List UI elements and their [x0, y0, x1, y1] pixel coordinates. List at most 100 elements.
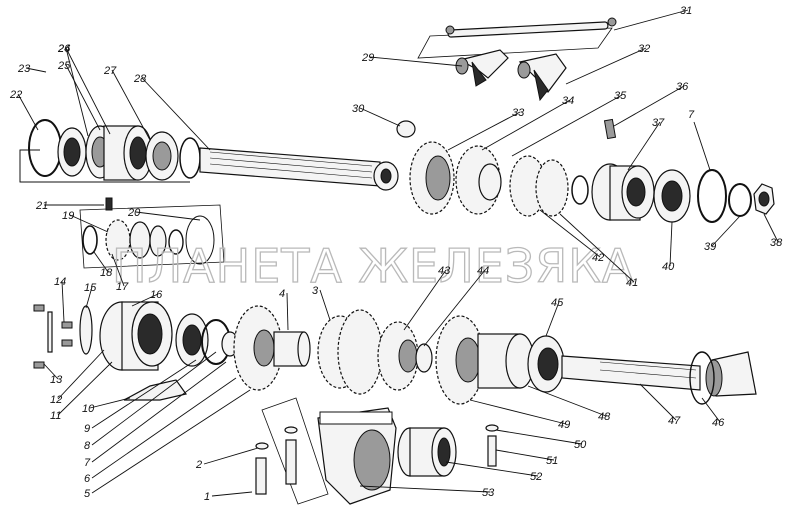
callout-10: 10: [82, 403, 95, 415]
leader-line-22: [17, 93, 39, 131]
callout-4: 4: [279, 288, 285, 300]
leader-line-52: [445, 461, 539, 477]
leader-line-28: [141, 77, 211, 151]
leader-line-25: [65, 64, 101, 131]
callout-21: 21: [35, 200, 48, 212]
callout-19: 19: [62, 210, 74, 222]
callout-48: 48: [598, 411, 611, 423]
callout-42: 42: [592, 252, 604, 264]
leader-line-29: [369, 56, 463, 67]
leader-line-9: [91, 359, 197, 429]
callout-35: 35: [614, 90, 627, 102]
callout-1: 1: [204, 491, 210, 503]
leader-line-5: [91, 389, 251, 494]
callout-18: 18: [100, 267, 113, 279]
leader-line-45: [545, 301, 560, 337]
callout-23: 23: [17, 63, 31, 75]
callout-27: 27: [103, 65, 117, 77]
callout-29: 29: [361, 52, 374, 64]
leader-line-19: [69, 214, 109, 233]
leader-line-1: [211, 491, 253, 497]
leader-line-2: [203, 447, 259, 465]
leader-line-36: [613, 85, 685, 127]
callout-39: 39: [704, 241, 716, 253]
leader-line-16: [131, 293, 159, 307]
leader-line-41: [559, 213, 635, 283]
leader-line-6: [91, 377, 237, 479]
callout-24: 24: [57, 43, 70, 55]
leader-line-48: [527, 385, 607, 417]
leader-line-46: [701, 397, 721, 423]
leader-line-32: [565, 47, 647, 85]
callout-44: 44: [477, 265, 489, 277]
callout-52: 52: [530, 471, 542, 483]
leader-line-23: [25, 67, 47, 73]
callout-12: 12: [50, 394, 62, 406]
callout-49: 49: [558, 419, 570, 431]
leader-line-42: [539, 209, 601, 258]
callout-45: 45: [551, 297, 564, 309]
leader-line-51: [495, 449, 555, 461]
leader-line-53: [359, 485, 491, 493]
callout-8: 8: [84, 440, 91, 452]
callout-37: 37: [652, 117, 665, 129]
leader-line-8: [91, 351, 217, 446]
leader-line-43: [403, 269, 447, 331]
callout-51: 51: [546, 455, 558, 467]
leader-line-14: [61, 280, 65, 323]
leader-line-20: [135, 211, 201, 221]
callout-11: 11: [50, 410, 61, 422]
callout-7: 7: [84, 457, 91, 469]
callout-22: 22: [9, 89, 22, 101]
callout-40: 40: [662, 261, 675, 273]
leader-line-15: [85, 286, 93, 309]
secondary-shaft-row: [33, 301, 757, 405]
callout-47: 47: [668, 415, 681, 427]
shift-rod-assembly: [417, 17, 617, 102]
leader-line-12: [57, 349, 105, 400]
callout-17: 17: [116, 281, 129, 293]
leader-line-34: [481, 99, 571, 151]
leader-line-37: [627, 121, 661, 171]
callout-9: 9: [84, 423, 90, 435]
leader-line-7: [91, 361, 227, 463]
callout-32: 32: [638, 43, 650, 55]
leader-lines: [17, 9, 779, 497]
leader-line-35: [511, 94, 623, 157]
leader-line-40: [669, 221, 673, 267]
leader-line-49: [469, 399, 567, 425]
leader-line-50: [495, 429, 583, 445]
callout-28: 28: [133, 73, 147, 85]
callout-3: 3: [312, 285, 319, 297]
callout-2: 2: [195, 459, 202, 471]
leader-line-38: [763, 213, 779, 243]
leader-line-31: [613, 9, 689, 31]
needle-bearing-group: [79, 197, 225, 269]
leader-line-33: [447, 111, 521, 151]
leader-line-3: [319, 289, 331, 321]
callout-33: 33: [512, 107, 525, 119]
leader-line-10: [89, 397, 131, 409]
watermark: ПЛАНЕТА ЖЕЛЕЗЯКА: [112, 239, 634, 293]
leader-line-24: [65, 47, 111, 135]
callout-25: 25: [57, 60, 71, 72]
primary-shaft-row: [28, 118, 775, 223]
bottom-parts: [123, 379, 499, 505]
callout-34: 34: [562, 95, 574, 107]
leader-line-13: [43, 363, 59, 380]
plug-30: [396, 120, 416, 138]
callout-38: 38: [770, 237, 783, 249]
leader-line-11: [57, 361, 113, 416]
callout-43: 43: [438, 265, 451, 277]
callout-46: 46: [712, 417, 725, 429]
callout-30: 30: [352, 103, 365, 115]
callout-31: 31: [680, 5, 692, 17]
leader-line-44: [423, 269, 486, 347]
leader-line-39: [711, 215, 741, 247]
callout-26: 26: [57, 43, 71, 55]
callout-13: 13: [50, 374, 63, 386]
callout-41: 41: [626, 277, 638, 289]
